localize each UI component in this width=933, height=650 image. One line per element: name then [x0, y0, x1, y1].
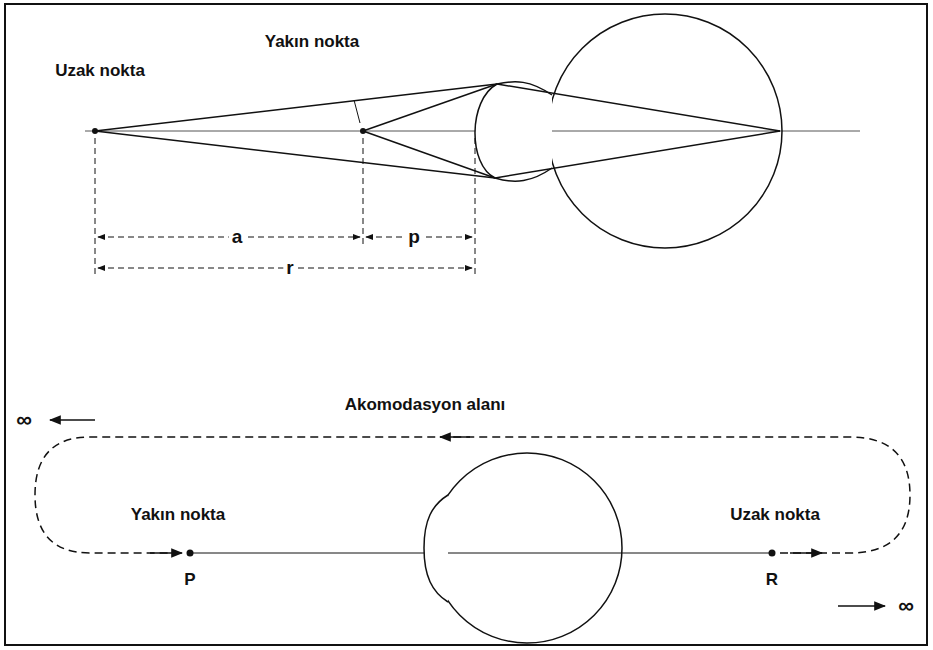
near-point-dot: [360, 128, 366, 134]
eyeball: [432, 453, 622, 643]
dimension-lines: [95, 138, 475, 275]
eyeball: [548, 14, 782, 248]
far-point-dot: [769, 550, 776, 557]
point-letter: P: [184, 571, 195, 590]
region-label: Akomodasyon alanı: [345, 396, 506, 415]
leader-line: [354, 100, 360, 123]
frame: [5, 4, 927, 645]
point-letter: R: [766, 571, 778, 590]
dimension-label: p: [405, 227, 423, 248]
dimension-label: r: [283, 258, 296, 279]
cornea: [475, 82, 552, 181]
infinity-symbol: ∞: [16, 408, 32, 432]
optical-axis: [85, 131, 860, 132]
optical-axis: [190, 553, 772, 554]
far-point-dot: [92, 128, 98, 134]
infinity-symbol: ∞: [898, 594, 914, 618]
ray-lines: [95, 84, 780, 178]
accommodation-loop: [35, 437, 910, 553]
point-label: Yakın nokta: [131, 506, 225, 525]
point-label: Uzak nokta: [730, 506, 820, 525]
point-label: Yakın nokta: [265, 33, 359, 52]
dimension-label: a: [229, 227, 246, 248]
loop-arrows: [50, 420, 885, 606]
near-point-dot: [187, 550, 194, 557]
cornea: [424, 495, 448, 602]
point-label: Uzak nokta: [55, 62, 145, 81]
